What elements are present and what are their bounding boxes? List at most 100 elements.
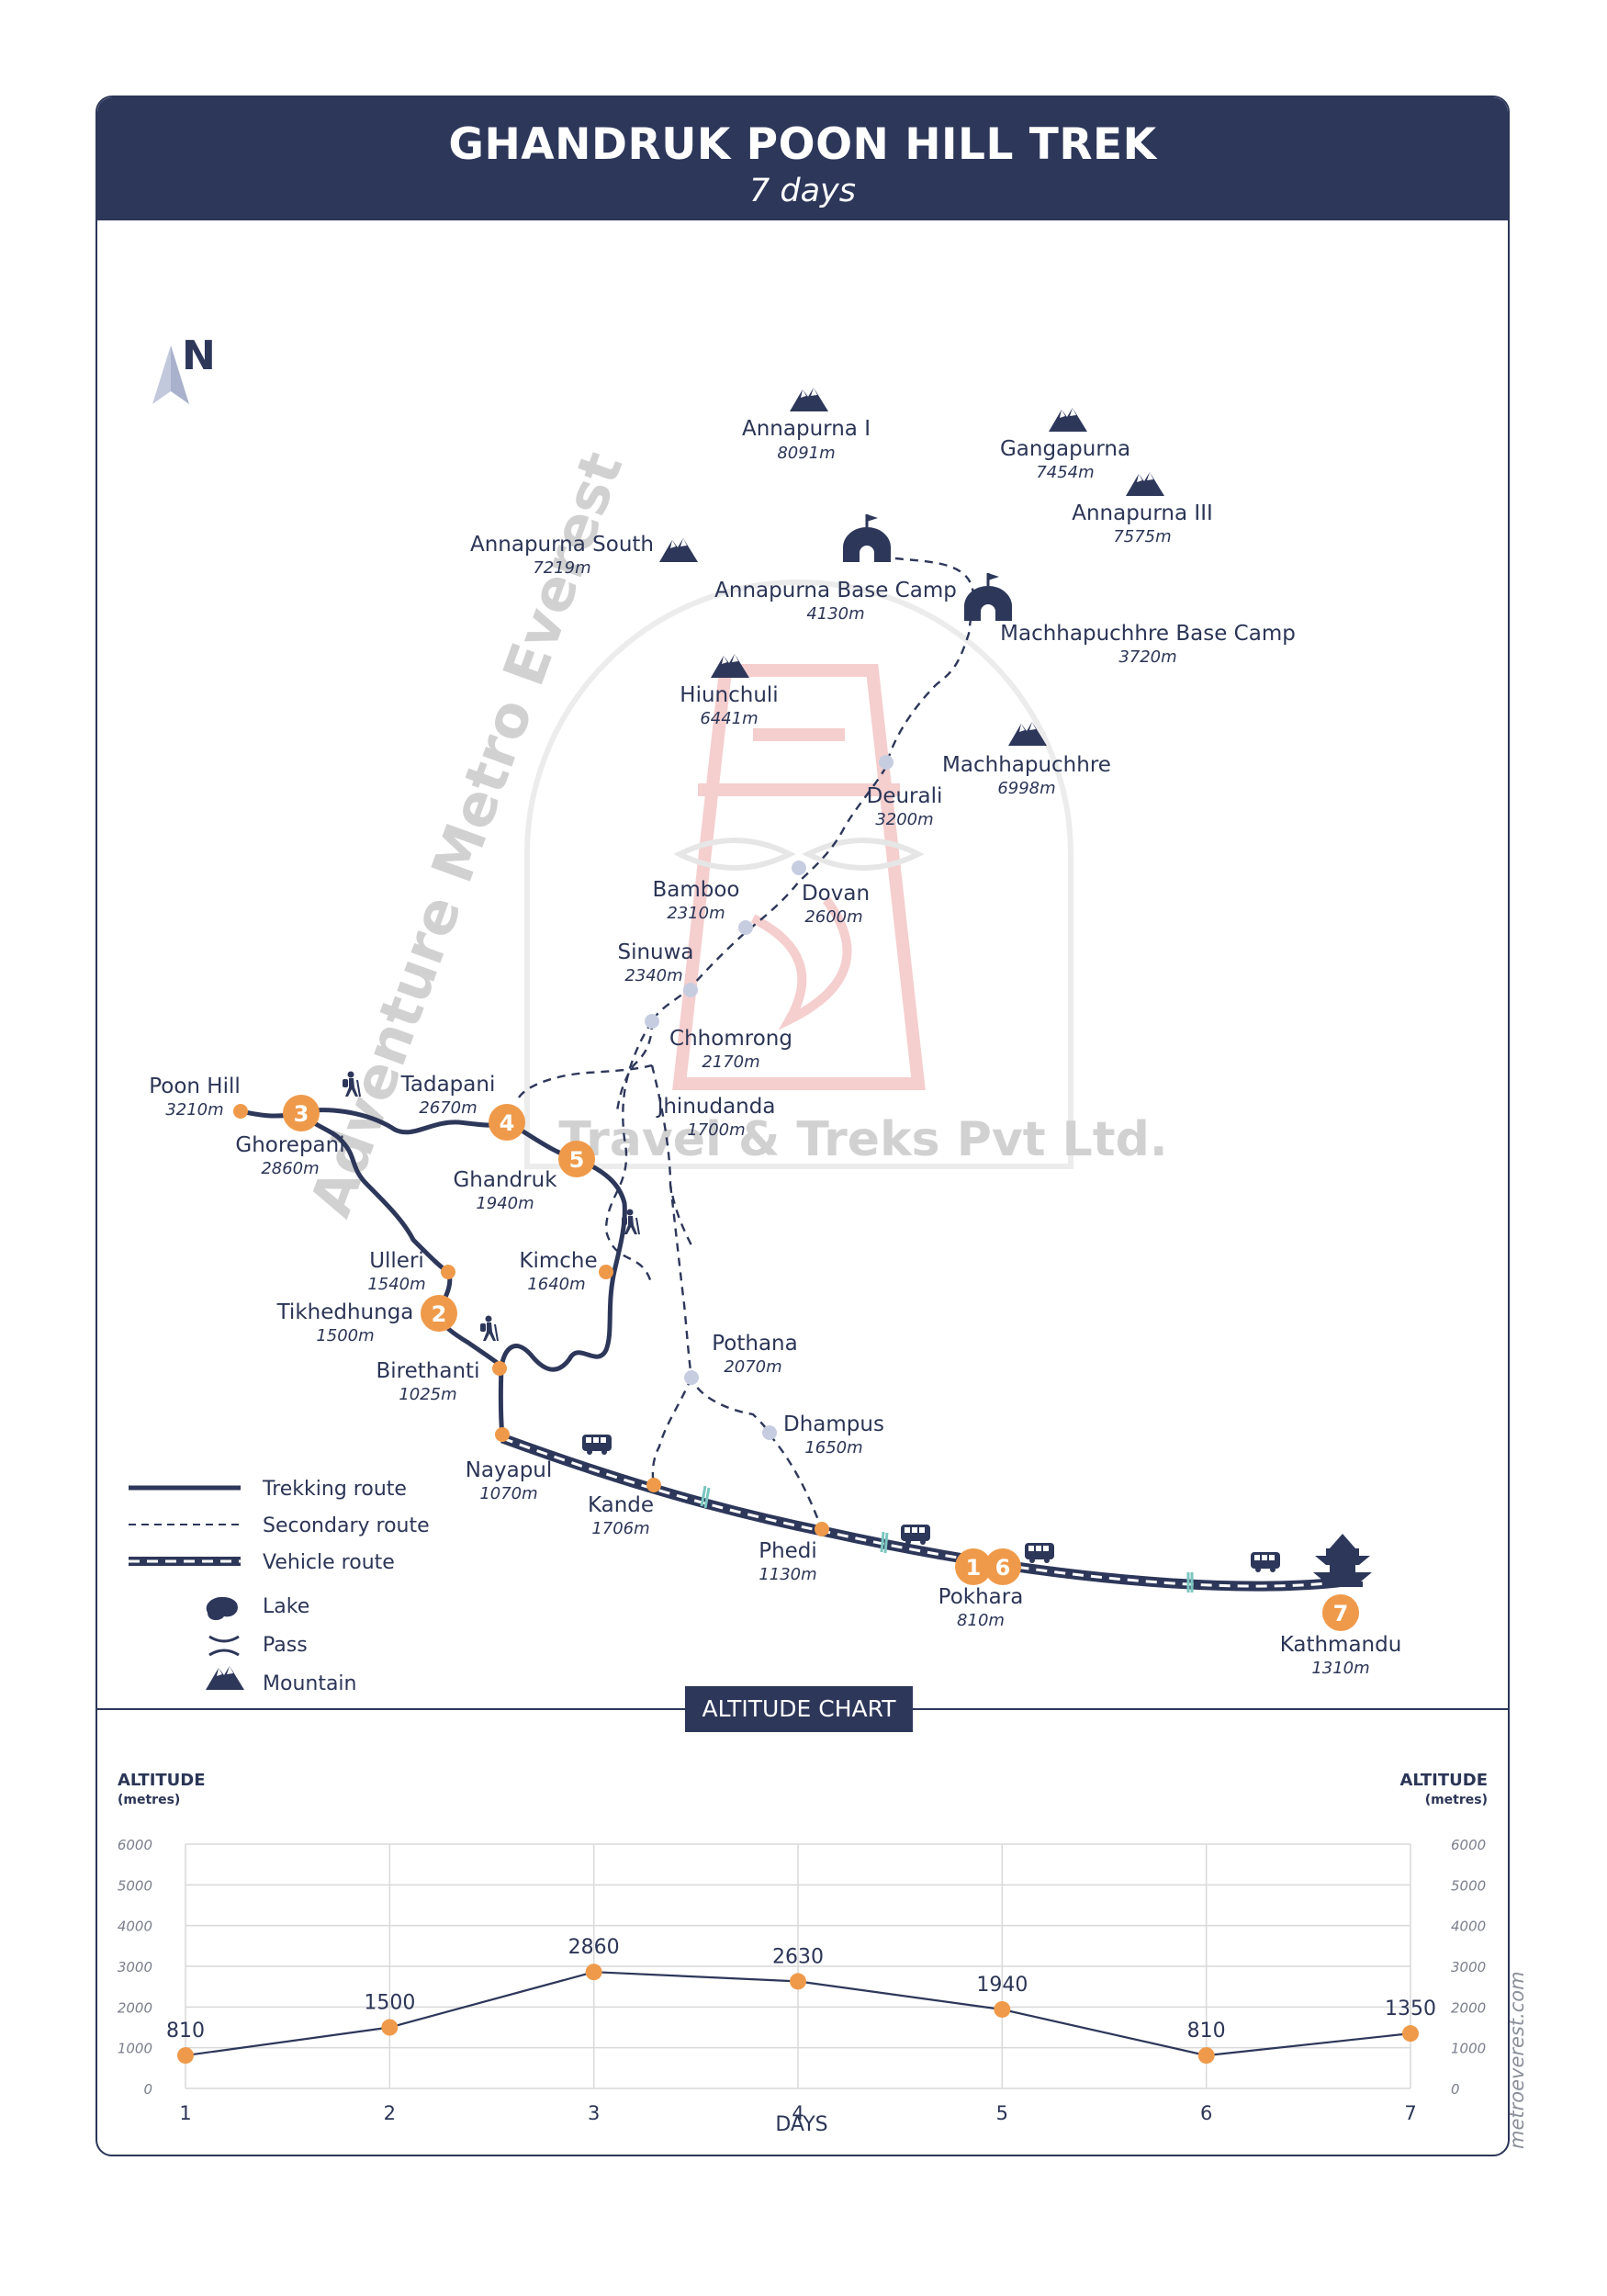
- place-name: Ghorepani: [235, 1133, 344, 1157]
- y-axis-unit-left: (metres): [118, 1793, 180, 1807]
- place-name: Deurali: [867, 784, 943, 808]
- camp-icon: [841, 512, 893, 564]
- place-name: Jhinudanda: [656, 1095, 776, 1119]
- lake-icon: [206, 1596, 238, 1621]
- camp-icon: [962, 571, 1014, 623]
- place-altitude: 3200m: [875, 810, 933, 829]
- hiker-icon: [479, 1314, 499, 1342]
- mountain-altitude: 7575m: [1113, 527, 1171, 546]
- place-name: Tadapani: [400, 1073, 496, 1097]
- mountain-name: Gangapurna: [1000, 437, 1130, 461]
- place-name: Birethanti: [376, 1359, 480, 1383]
- mountain-icon: [1126, 472, 1164, 496]
- legend-pass-label: Pass: [263, 1634, 308, 1657]
- mountain-altitude: 8091m: [777, 444, 835, 463]
- place-name: Pokhara: [938, 1585, 1024, 1609]
- y-axis-title-right: ALTITUDE: [1399, 1771, 1488, 1790]
- day-marker-3: 3: [294, 1101, 309, 1127]
- data-label: 1350: [1385, 1998, 1436, 2020]
- altitude-chart-title: ALTITUDE CHART: [685, 1686, 913, 1732]
- place-altitude: 1070m: [479, 1484, 537, 1503]
- compass: N: [152, 332, 216, 404]
- y-tick-label-right: 5000: [1451, 1877, 1486, 1894]
- mountain-icon: [1049, 408, 1087, 432]
- x-axis-title: DAYS: [775, 2113, 827, 2136]
- place-name: Ghandruk: [453, 1168, 557, 1192]
- x-tick-label: 3: [588, 2102, 600, 2124]
- day-marker-7: 7: [1333, 1601, 1349, 1626]
- base-camps: Annapurna Base Camp 4130m Machhapuchhre …: [714, 512, 1296, 667]
- vehicle-route: [500, 1433, 1358, 1593]
- place-altitude: 810m: [957, 1611, 1005, 1630]
- x-tick-label: 2: [384, 2102, 396, 2124]
- place-name: Bamboo: [652, 878, 739, 902]
- place-altitude: 3210m: [165, 1100, 223, 1120]
- footer-url: metroeverest.com: [1506, 1971, 1528, 2149]
- place-altitude: 1310m: [1311, 1659, 1369, 1678]
- place-name: Kathmandu: [1280, 1633, 1402, 1657]
- data-point: [177, 2047, 194, 2065]
- day-marker-1: 1: [966, 1555, 982, 1581]
- y-tick-label-left: 3000: [118, 1959, 152, 1975]
- legend-vehicle-label: Vehicle route: [263, 1551, 395, 1574]
- y-axis-unit-right: (metres): [1425, 1793, 1488, 1807]
- mountain-name: Hiunchuli: [680, 683, 778, 707]
- y-tick-label-left: 6000: [118, 1837, 152, 1853]
- secondary-routes: [518, 557, 975, 1530]
- data-label: 1940: [976, 1974, 1028, 1997]
- place-altitude: 2340m: [624, 966, 682, 985]
- mountain-name: Annapurna South: [470, 533, 654, 557]
- place-altitude: 1640m: [527, 1275, 585, 1294]
- place-name: Dovan: [802, 882, 870, 906]
- y-axis-title-left: ALTITUDE: [118, 1771, 206, 1790]
- x-tick-label: 6: [1200, 2102, 1212, 2124]
- mountain-altitude: 7219m: [533, 558, 590, 578]
- x-tick-label: 5: [996, 2102, 1008, 2124]
- legend-lake-label: Lake: [263, 1595, 309, 1618]
- mountain-altitude: 7454m: [1036, 463, 1094, 482]
- mountain-icon: [659, 538, 698, 562]
- map-frame: GHANDRUK POON HILL TREK 7 days: [96, 96, 1510, 2156]
- place-name: Nayapul: [466, 1458, 553, 1482]
- place-altitude: 1025m: [399, 1385, 456, 1404]
- place-altitude: 2170m: [702, 1052, 759, 1072]
- header-banner: GHANDRUK POON HILL TREK 7 days: [97, 97, 1508, 220]
- day-marker-6: 6: [995, 1555, 1011, 1581]
- place-name: Poon Hill: [149, 1075, 241, 1098]
- place-name: Chhomrong: [669, 1027, 792, 1051]
- place-name: Ulleri: [369, 1249, 424, 1273]
- legend: Trekking route Secondary route Vehicle r…: [129, 1478, 430, 1695]
- data-label: 810: [1187, 2020, 1226, 2043]
- x-tick-label: 4: [792, 2102, 804, 2124]
- y-tick-label-right: 6000: [1451, 1837, 1486, 1853]
- data-label: 2860: [568, 1936, 620, 1959]
- data-point: [1402, 2025, 1419, 2043]
- x-tick-label: 1: [179, 2102, 191, 2124]
- y-tick-label-left: 4000: [118, 1919, 152, 1935]
- place-altitude: 2070m: [724, 1357, 781, 1377]
- place-altitude: 1706m: [591, 1519, 649, 1538]
- mountain-name: Annapurna I: [742, 417, 871, 441]
- watermark-line2: Travel & Treks Pvt Ltd.: [558, 1112, 1167, 1167]
- base-camp-name: Machhapuchhre Base Camp: [1000, 622, 1296, 646]
- place-altitude: 1650m: [804, 1438, 862, 1458]
- place-altitude: 1540m: [367, 1275, 425, 1294]
- place-altitude: 2860m: [261, 1159, 319, 1178]
- base-camp-name: Annapurna Base Camp: [714, 579, 957, 602]
- place-name: Dhampus: [783, 1412, 884, 1436]
- data-label: 2630: [772, 1945, 824, 1968]
- mountain-altitude: 6998m: [997, 779, 1055, 798]
- mountain-name: Machhapuchhre: [942, 753, 1111, 777]
- y-tick-label-left: 2000: [118, 1999, 152, 2016]
- pass-icon: [208, 1635, 240, 1657]
- place-altitude: 1500m: [316, 1326, 374, 1345]
- place-name: Kande: [588, 1493, 654, 1517]
- y-tick-label-right: 1000: [1451, 2041, 1486, 2057]
- place-name: Tikhedhunga: [276, 1300, 414, 1324]
- place-name: Pothana: [712, 1332, 797, 1356]
- data-point: [381, 2019, 399, 2036]
